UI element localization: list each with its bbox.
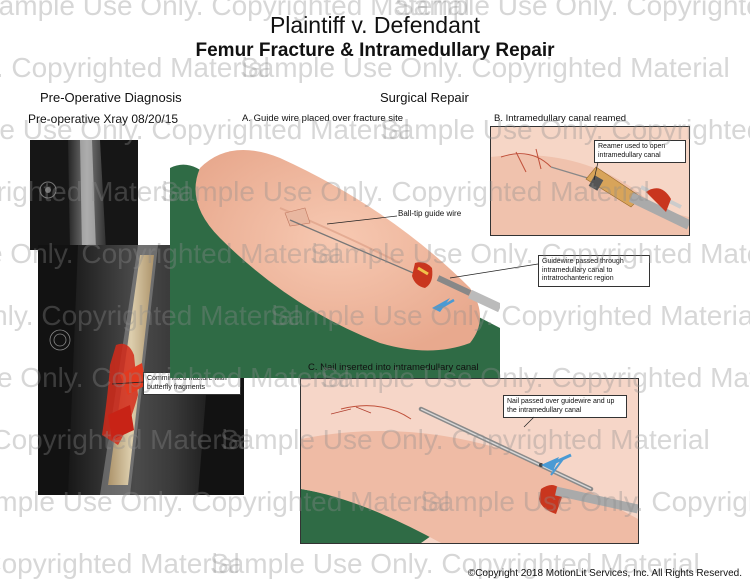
xray-label: Pre-operative Xray 08/20/15 (28, 112, 179, 126)
guidewire-callout: Guidewire passed through intramedullary … (538, 255, 650, 287)
panel-b-illustration (490, 126, 690, 236)
guidewire-pointer (449, 263, 539, 279)
page-title: Plaintiff v. Defendant (269, 12, 481, 38)
watermark-text: Sample Use Only. Copyrighted Material (0, 548, 240, 579)
reamer-callout: Reamer used to open intramedullary canal (594, 140, 686, 163)
page-subtitle: Femur Fracture & Intramedullary Repair (195, 40, 555, 61)
fracture-callout-pointer (111, 381, 145, 385)
ball-tip-pointer (326, 215, 398, 225)
step-b-label: B. Intramedullary canal reamed (494, 113, 627, 124)
reamer-pointer (593, 161, 599, 181)
panel-a-illustration (170, 128, 500, 378)
nail-pointer (523, 416, 535, 428)
copyright-notice: ©Copyright 2018 MotionLit Services, Inc.… (467, 568, 742, 579)
step-c-label: C. Nail inserted into intramedullary can… (308, 362, 479, 373)
surgical-repair-heading: Surgical Repair (380, 90, 469, 105)
step-a-label: A. Guide wire placed over fracture site (242, 113, 404, 124)
nail-callout: Nail passed over guidewire and up the in… (503, 395, 627, 418)
xray-image-small (30, 140, 138, 250)
ball-tip-guide-wire-callout: Ball-tip guide wire (398, 209, 462, 218)
pre-op-heading: Pre-Operative Diagnosis (40, 90, 182, 105)
